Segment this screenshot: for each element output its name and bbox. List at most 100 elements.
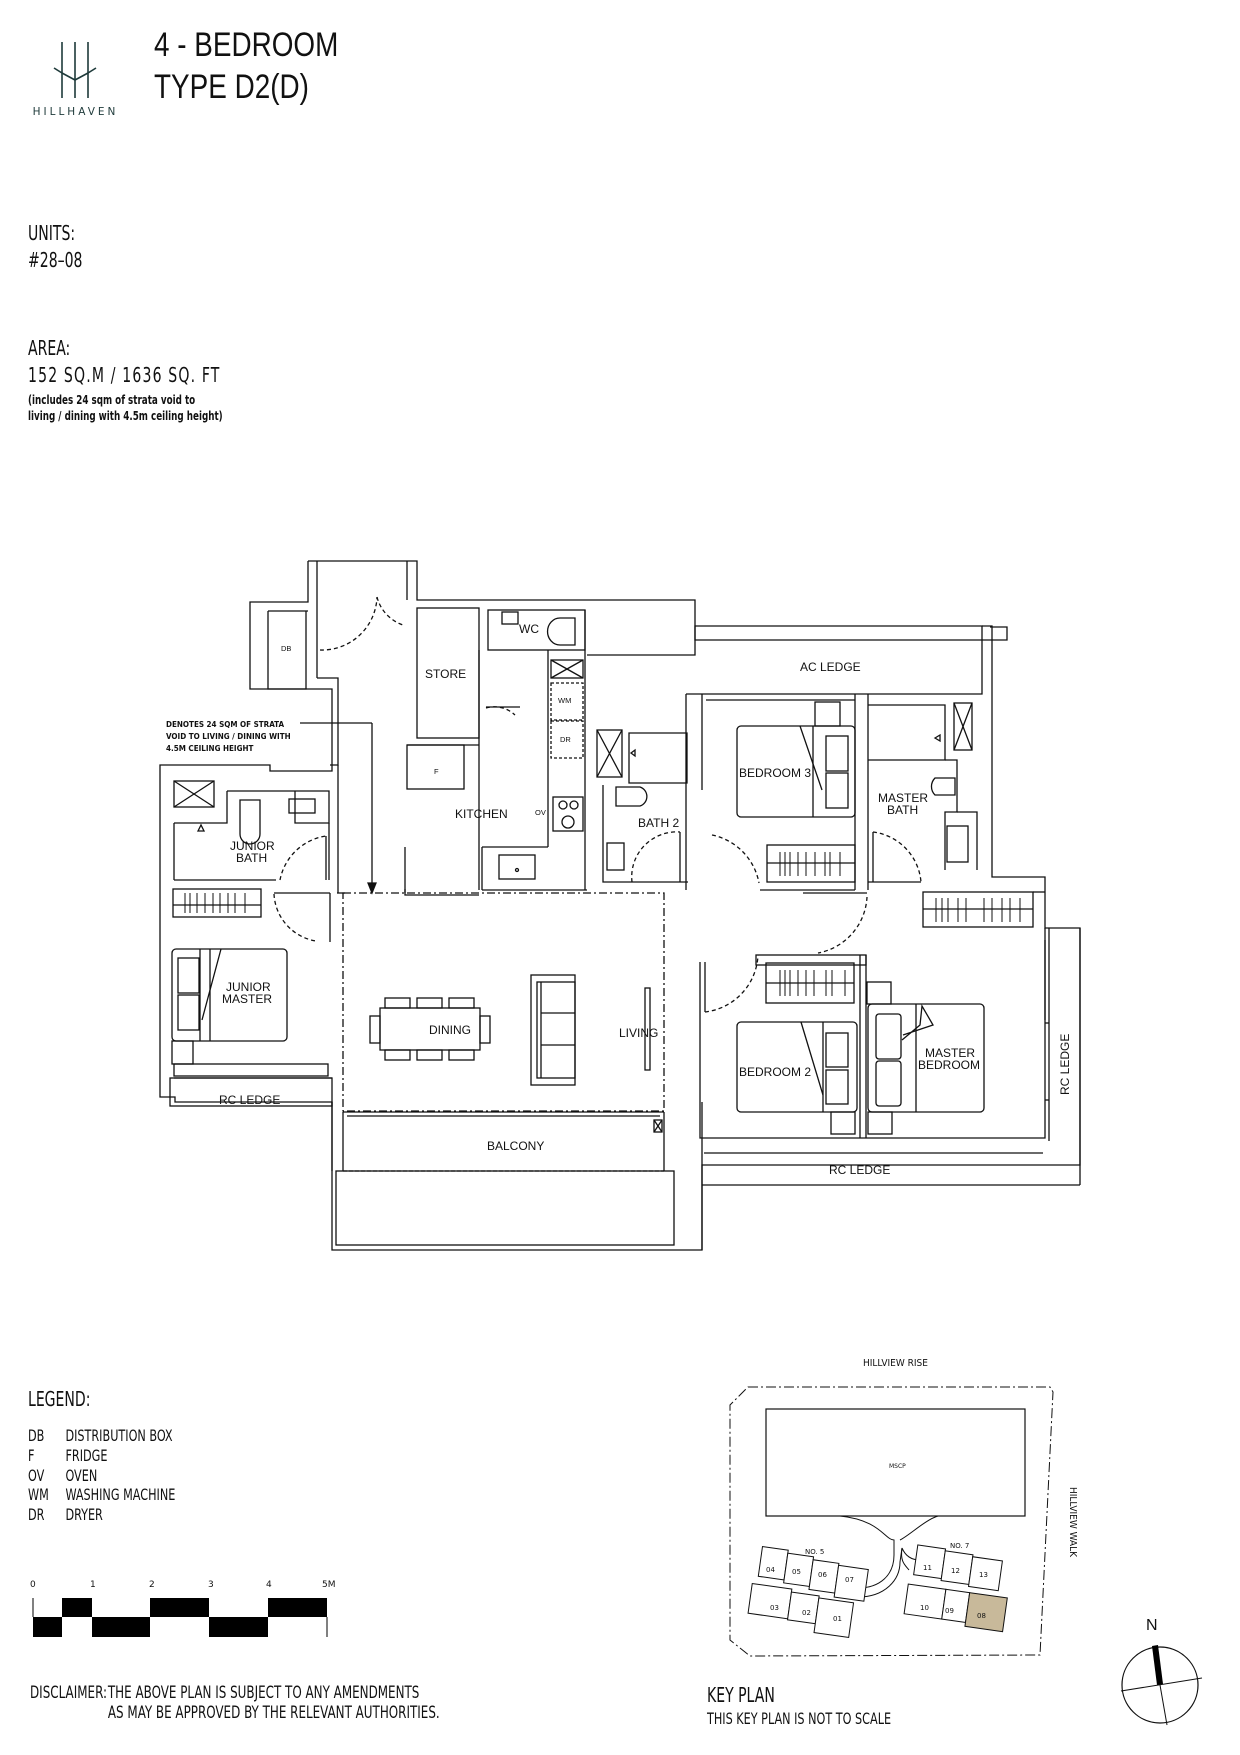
legend-desc: FRIDGE (65, 1446, 108, 1465)
key-plan-road-top: HILLVIEW RISE (863, 1358, 928, 1369)
void-annotation-line3: 4.5M CEILING HEIGHT (166, 744, 254, 753)
legend-code: F (28, 1446, 35, 1465)
brand-logo: HILLHAVEN (28, 30, 123, 120)
key-plan-note: THIS KEY PLAN IS NOT TO SCALE (707, 1709, 892, 1728)
legend-code: OV (28, 1466, 45, 1485)
fixture-ov-label: OV (535, 808, 546, 817)
room-master-bath-line1: MASTER (878, 791, 928, 805)
disclaimer-line2: AS MAY BE APPROVED BY THE RELEVANT AUTHO… (107, 1703, 440, 1723)
legend-item: F FRIDGE (28, 1446, 107, 1465)
scale-tick-3: 3 (208, 1580, 214, 1590)
room-bedroom-2: BEDROOM 2 (739, 1065, 811, 1079)
disclaimer: DISCLAIMER: THE ABOVE PLAN IS SUBJECT TO… (30, 1683, 440, 1723)
room-master-bath-line2: BATH (887, 803, 918, 817)
mscp-building (765, 1408, 1026, 1517)
unit-04 (757, 1546, 789, 1581)
room-ac-ledge: AC LEDGE (800, 660, 861, 674)
title-unit-type: TYPE D2(D) (154, 68, 309, 106)
units-value: #28–08 (28, 248, 83, 272)
unit-03 (747, 1582, 793, 1620)
unit-label: 05 (792, 1568, 801, 1576)
room-store: STORE (425, 667, 466, 681)
unit-label: 12 (951, 1567, 960, 1575)
unit-label: 09 (945, 1607, 954, 1615)
legend-desc: WASHING MACHINE (65, 1485, 176, 1504)
scale-bar (32, 1598, 328, 1637)
unit-11 (913, 1544, 947, 1580)
key-plan-title: KEY PLAN (707, 1683, 775, 1707)
hillhaven-monogram-icon (53, 42, 97, 98)
room-wc: WC (519, 622, 539, 636)
unit-label: 08 (977, 1612, 986, 1620)
unit-label: 11 (923, 1564, 932, 1572)
room-living: LIVING (619, 1026, 658, 1040)
scale-tick-2: 2 (149, 1580, 155, 1590)
room-balcony: BALCONY (487, 1139, 544, 1153)
room-dining: DINING (429, 1023, 471, 1037)
legend-code: WM (28, 1485, 49, 1504)
title-bedroom-count: 4 - BEDROOM (154, 26, 339, 64)
floor-plan: DB F WM DR OV STORE WC KITCHEN AC LEDGE … (159, 560, 1081, 1251)
fixture-f-label: F (434, 767, 439, 776)
legend-item: WM WASHING MACHINE (28, 1485, 175, 1504)
legend-code: DB (28, 1426, 45, 1445)
room-master-bedroom-line2: BEDROOM (918, 1058, 980, 1072)
unit-label: 06 (818, 1571, 827, 1579)
area-note: (includes 24 sqm of strata void to livin… (28, 392, 223, 424)
unit-01 (813, 1597, 855, 1639)
area-label: AREA: (28, 336, 71, 360)
legend-item: DR DRYER (28, 1505, 103, 1524)
fixture-dr-label: DR (560, 735, 571, 744)
page-title: 4 - BEDROOM TYPE D2(D) (154, 24, 338, 108)
scale-tick-1: 1 (90, 1580, 96, 1590)
block-7-label: NO. 7 (950, 1542, 969, 1550)
fixture-wm-label: WM (558, 696, 571, 705)
mscp-label: MSCP (889, 1463, 906, 1470)
disclaimer-label: DISCLAIMER: (30, 1683, 107, 1703)
legend-desc: DISTRIBUTION BOX (65, 1426, 173, 1445)
block-5-label: NO. 5 (805, 1548, 824, 1556)
void-annotation: DENOTES 24 SQM OF STRATA VOID TO LIVING … (166, 720, 291, 753)
legend-code: DR (28, 1505, 45, 1524)
room-master-bedroom-line1: MASTER (925, 1046, 975, 1060)
room-bedroom-3: BEDROOM 3 (739, 766, 811, 780)
disclaimer-line1: THE ABOVE PLAN IS SUBJECT TO ANY AMENDME… (107, 1683, 420, 1703)
room-kitchen: KITCHEN (455, 807, 508, 821)
room-rc-ledge-right: RC LEDGE (1058, 1034, 1072, 1095)
fixture-db-label: DB (281, 644, 291, 653)
key-plan: HILLVIEW RISE HILLVIEW WALK MSCP NO. 5 N… (729, 1358, 1078, 1657)
area-note-line2: living / dining with 4.5m ceiling height… (28, 408, 223, 423)
brand-name: HILLHAVEN (32, 106, 119, 118)
unit-09 (941, 1588, 971, 1623)
unit-07 (833, 1564, 869, 1602)
legend-desc: DRYER (65, 1505, 103, 1524)
unit-02 (786, 1591, 820, 1625)
unit-label: 13 (979, 1571, 988, 1579)
room-junior-master-line1: JUNIOR (226, 980, 271, 994)
legend-title: LEGEND: (28, 1387, 91, 1411)
unit-13 (967, 1556, 1003, 1592)
site-boundary (729, 1386, 1054, 1657)
room-junior-bath-line2: BATH (236, 851, 267, 865)
unit-label: 04 (766, 1566, 775, 1574)
room-rc-ledge-left: RC LEDGE (219, 1093, 280, 1107)
unit-label: 03 (770, 1604, 779, 1612)
area-note-line1: (includes 24 sqm of strata void to (28, 392, 196, 407)
legend-item: OV OVEN (28, 1466, 97, 1485)
legend-desc: OVEN (65, 1466, 98, 1485)
room-bath-2: BATH 2 (638, 816, 679, 830)
unit-label: 01 (833, 1615, 842, 1623)
area-value: 152 SQ.M / 1636 SQ. FT (28, 363, 221, 387)
unit-10 (903, 1583, 947, 1620)
unit-label: 02 (802, 1609, 811, 1617)
scale-tick-0: 0 (30, 1580, 36, 1590)
units-label: UNITS: (28, 221, 76, 245)
scale-tick-5: 5M (322, 1580, 336, 1590)
room-junior-bath-line1: JUNIOR (230, 839, 275, 853)
compass-icon: N (1120, 1617, 1203, 1726)
scale-tick-4: 4 (266, 1580, 272, 1590)
unit-label: 07 (845, 1576, 854, 1584)
void-annotation-line1: DENOTES 24 SQM OF STRATA (166, 720, 284, 729)
legend-item: DB DISTRIBUTION BOX (28, 1426, 173, 1445)
unit-label: 10 (920, 1604, 929, 1612)
